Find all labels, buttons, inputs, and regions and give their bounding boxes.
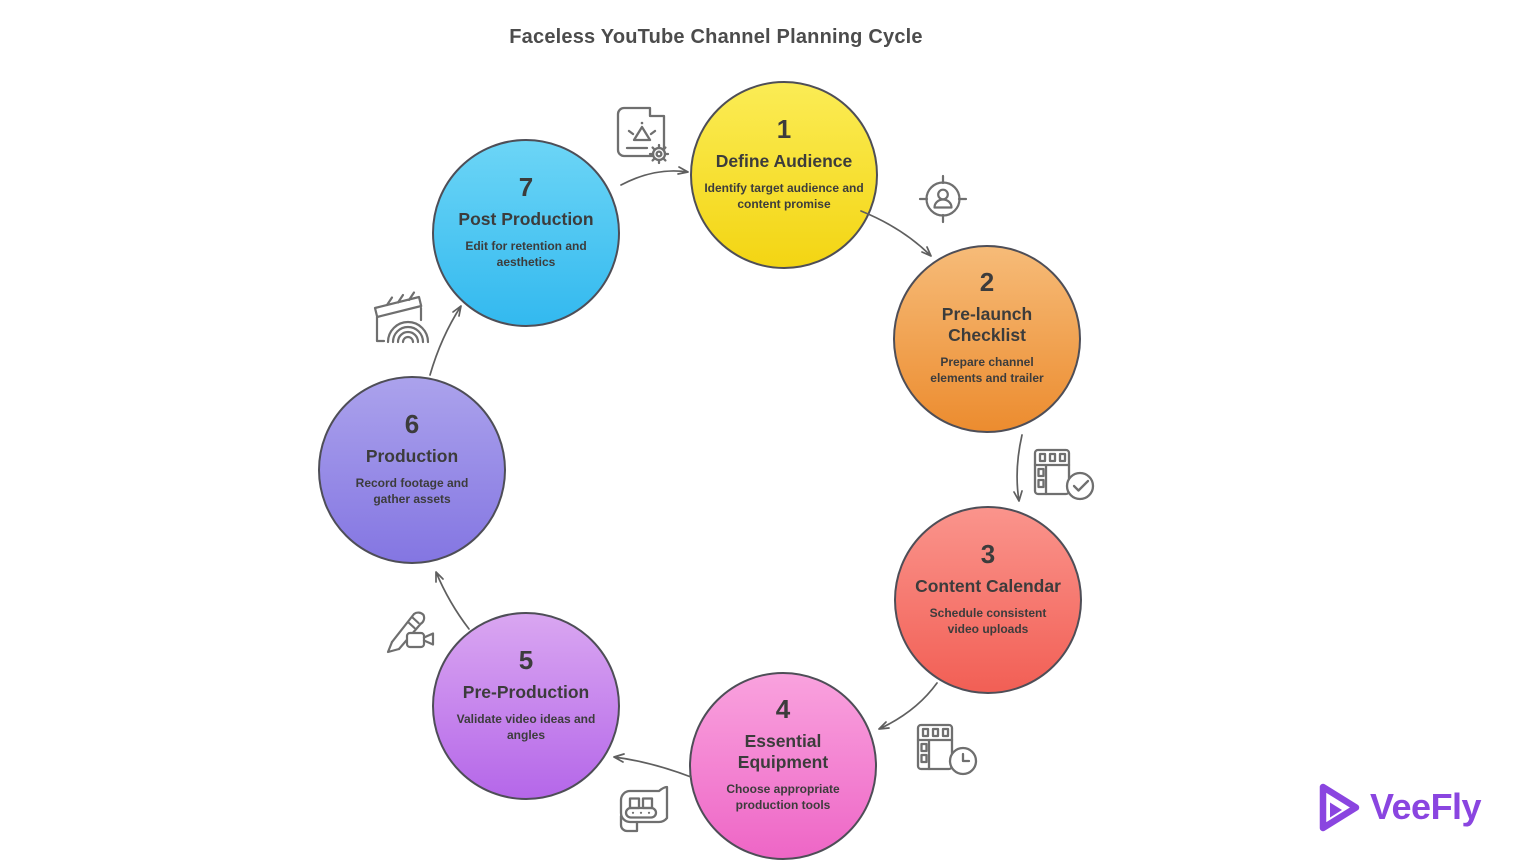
step-5-circle: 5 Pre-Production Validate video ideas an… — [432, 612, 620, 800]
brand-logo: VeeFly — [1316, 780, 1482, 834]
step-title: Pre-launch Checklist — [941, 304, 1033, 346]
step-2-circle: 2 Pre-launch Checklist Prepare channel e… — [893, 245, 1081, 433]
target-audience-icon — [915, 171, 971, 227]
step-description: Identify target audience and content pro… — [704, 180, 864, 211]
step-number: 2 — [979, 267, 995, 298]
step-description: Choose appropriate production tools — [726, 782, 840, 812]
step-description: Edit for retention and aesthetics — [465, 238, 587, 269]
step-number: 3 — [980, 538, 996, 569]
step-number: 6 — [404, 408, 420, 439]
step-1-circle: 1 Define Audience Identify target audien… — [690, 81, 878, 269]
content-settings-icon — [610, 100, 674, 168]
step-number: 4 — [775, 694, 791, 725]
step-3-circle: 3 Content Calendar Schedule consistent v… — [894, 506, 1082, 694]
production-line-icon — [610, 782, 674, 840]
step-title: Define Audience — [715, 150, 853, 171]
step-number: 7 — [518, 171, 534, 202]
step-7-circle: 7 Post Production Edit for retention and… — [432, 139, 620, 327]
page-title: Faceless YouTube Channel Planning Cycle — [509, 26, 923, 48]
step-title: Production — [365, 445, 459, 466]
step-description: Schedule consistent video uploads — [929, 605, 1047, 636]
pencil-camera-icon — [380, 596, 440, 656]
step-6-circle: 6 Production Record footage and gather a… — [318, 376, 506, 564]
step-title: Post Production — [458, 208, 594, 229]
step-4-circle: 4 Essential Equipment Choose appropriate… — [689, 672, 877, 860]
film-schedule-icon — [913, 721, 979, 777]
step-description: Validate video ideas and angles — [456, 711, 596, 742]
film-approved-icon — [1030, 446, 1096, 502]
veefly-logo-icon — [1319, 783, 1360, 832]
step-description: Prepare channel elements and trailer — [930, 355, 1044, 385]
step-number: 5 — [518, 644, 534, 675]
step-description: Record footage and gather assets — [355, 475, 469, 506]
step-title: Pre-Production — [462, 681, 590, 702]
step-number: 1 — [776, 113, 792, 144]
clapperboard-icon — [367, 286, 433, 348]
step-title: Essential Equipment — [737, 731, 829, 773]
step-title: Content Calendar — [915, 575, 1061, 596]
brand-wordmark: VeeFly — [1370, 786, 1482, 827]
